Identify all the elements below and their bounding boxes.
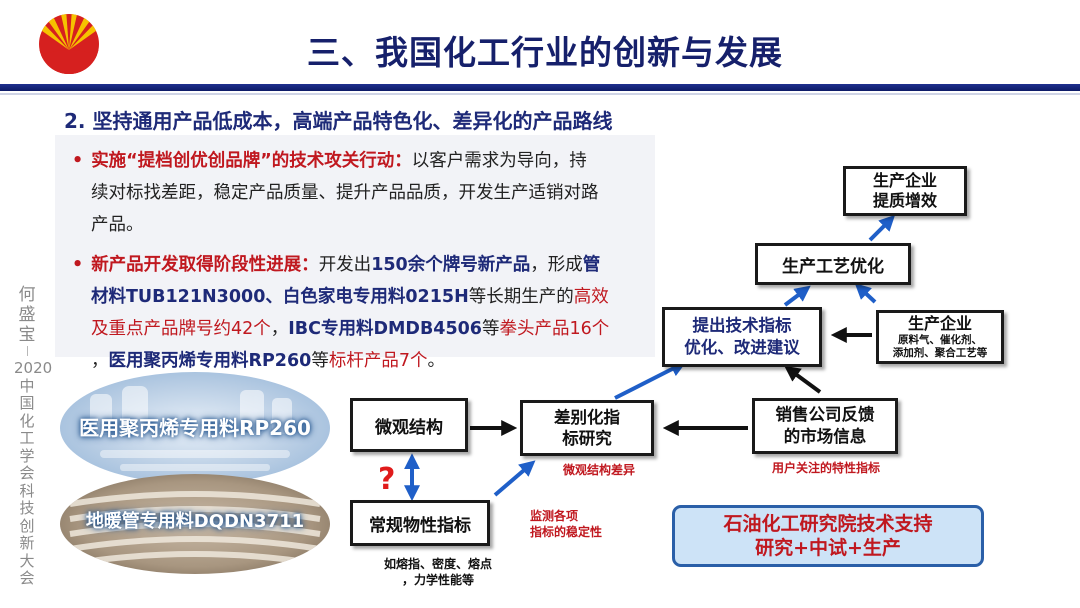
side-divider — [27, 346, 28, 356]
bullet-2: • 新产品开发取得阶段性进展：开发出150余个牌号新产品，形成管 材料TUB121… — [72, 249, 652, 377]
box-enterprise-quality: 生产企业 提质增效 — [843, 166, 967, 216]
text-panel — [55, 135, 655, 357]
text-fragment: 等长期生产的 — [468, 287, 574, 307]
box-sales-feedback: 销售公司反馈 的市场信息 — [752, 398, 898, 454]
note-monitor: 监测各项 指标的稳定性 — [530, 508, 602, 540]
section-subtitle: 2. 坚持通用产品低成本，高端产品特色化、差异化的产品路线 — [64, 109, 613, 133]
text-fragment: 等 — [482, 319, 500, 339]
note-micro-difference: 微观结构差异 — [563, 463, 636, 477]
text-fragment: 开发出 — [318, 255, 372, 275]
note-user-concern: 用户关注的特性指标 — [772, 461, 881, 475]
presenter-name: 何盛宝 — [18, 285, 36, 345]
box-enterprise-inputs: 生产企业 原料气、催化剂、 添加剂、聚合工艺等 — [876, 310, 1004, 364]
box-label-line1: 差别化指 — [554, 408, 620, 427]
box-process-optimization: 生产工艺优化 — [755, 243, 911, 285]
box-label: 生产工艺优化 — [782, 256, 884, 277]
text-fragment: 拳头产品16个 — [499, 319, 610, 339]
text-fragment: ，形成 — [530, 255, 583, 275]
note-properties-line1: 如熔指、密度、熔点 — [383, 557, 492, 571]
text-fragment: 150余个牌号新产品 — [371, 255, 531, 275]
header-divider — [0, 84, 1080, 91]
support-line2: 研究+中试+生产 — [755, 537, 901, 559]
text-fragment: 管 — [582, 255, 601, 275]
box-propose-optimization: 提出技术指标 优化、改进建议 — [662, 307, 822, 367]
product-image-medical-pp — [60, 372, 330, 484]
text-fragment: 及重点产品牌号约42个 — [91, 319, 271, 339]
bullet-dot: • — [72, 255, 84, 275]
product-label-rp260: 医用聚丙烯专用料RP260 — [79, 416, 311, 440]
bullet-2-heading: 新产品开发取得阶段性进展： — [91, 255, 319, 275]
bullet-1-text-2: 续对标找差距，稳定产品质量、提升产品品质，开发生产适销对路 — [91, 183, 599, 203]
box-label-line1: 生产企业 — [872, 171, 937, 190]
product-image-floor-heating-pipe — [60, 474, 330, 574]
box-label-line1: 提出技术指标 — [692, 316, 792, 335]
box-differentiated-research: 差别化指 标研究 — [520, 400, 654, 456]
page-title: 三、我国化工行业的创新与发展 — [307, 33, 783, 72]
bullet-dot: • — [72, 151, 84, 171]
text-fragment: 等 — [311, 351, 329, 371]
box-label-line2: 标研究 — [562, 429, 612, 448]
text-fragment: 医用聚丙烯专用料RP260 — [108, 351, 312, 371]
product-label-dqdn3711: 地暖管专用料DQDN3711 — [85, 511, 305, 532]
note-properties: 如熔指、密度、熔点 ，力学性能等 — [380, 556, 496, 588]
header-divider-thin — [0, 93, 1080, 95]
box-label-line2: 提质增效 — [872, 191, 937, 210]
box-label-sub1: 原料气、催化剂、 — [898, 334, 982, 346]
box-label: 常规物性指标 — [369, 515, 471, 536]
text-fragment: 标杆产品7个 — [328, 351, 428, 371]
support-line1: 石油化工研究院技术支持 — [723, 513, 933, 535]
bullet-1-text-3: 产品。 — [91, 215, 144, 235]
text-fragment: 高效 — [573, 287, 609, 307]
bullet-1: • 实施“提档创优创品牌”的技术攻关行动：以客户需求为导向，持 续对标找差距，稳定… — [72, 145, 652, 241]
note-monitor-line2: 指标的稳定性 — [530, 525, 603, 539]
bullet-1-text: 以客户需求为导向，持 — [411, 151, 587, 171]
text-fragment: 材料TUB121N3000、白色家电专用料0215H — [91, 287, 469, 307]
box-label-sub2: 添加剂、聚合工艺等 — [892, 347, 988, 359]
box-micro-structure: 微观结构 — [350, 398, 468, 452]
box-label-line1: 销售公司反馈 — [775, 405, 875, 424]
note-monitor-line1: 监测各项 — [530, 509, 579, 523]
text-fragment: ， — [91, 351, 109, 371]
question-mark: ? — [378, 462, 396, 497]
company-logo — [30, 6, 108, 78]
text-fragment: 。 — [427, 351, 445, 371]
box-label-line2: 的市场信息 — [783, 427, 867, 446]
text-fragment: ， — [270, 319, 289, 339]
text-fragment: IBC专用料DMDB4506 — [288, 319, 482, 339]
box-label-line2: 优化、改进建议 — [684, 338, 800, 357]
note-properties-line2: ，力学性能等 — [401, 573, 474, 587]
bullet-1-heading: 实施“提档创优创品牌”的技术攻关行动： — [91, 151, 412, 171]
box-label-title: 生产企业 — [907, 314, 972, 333]
box-conventional-properties: 常规物性指标 — [350, 500, 490, 546]
support-box: 石油化工研究院技术支持 研究+中试+生产 — [672, 505, 984, 567]
box-label: 微观结构 — [375, 417, 443, 438]
